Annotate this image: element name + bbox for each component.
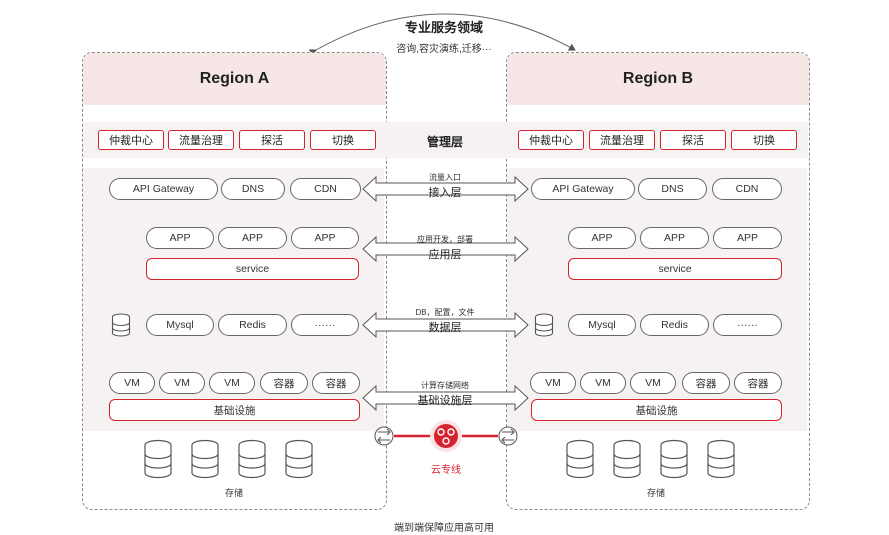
switchover-b[interactable]: 切换 [731,130,797,150]
data-arrow-caption: DB，配置，文件 [415,308,475,317]
cloud-line-icon [430,420,462,452]
arbitration-center-b[interactable]: 仲裁中心 [518,130,584,150]
arbitration-center-a[interactable]: 仲裁中心 [98,130,164,150]
cloud-line-label: 云专线 [431,465,461,476]
vm-b-2[interactable]: VM [580,372,626,394]
app-a-2[interactable]: APP [218,227,287,249]
mysql-b[interactable]: Mysql [568,314,636,336]
dns-b[interactable]: DNS [638,178,707,200]
top-curved-arrow [308,13,576,57]
storage-label-b: 存储 [646,488,665,498]
vm-b-3[interactable]: VM [630,372,676,394]
vm-a-3[interactable]: VM [209,372,255,394]
application-arrow-caption: 应用开发，部署 [417,235,473,244]
database-icon [285,439,313,479]
double-arrow-icon [362,385,529,411]
container-a-2[interactable]: 容器 [312,372,360,394]
database-icon [111,313,131,337]
traffic-governance-b[interactable]: 流量治理 [589,130,655,150]
service-bar-a[interactable]: service [146,258,359,280]
app-b-3[interactable]: APP [713,227,782,249]
footer-caption: 端到端保障应用高可用 [394,523,494,534]
redis-b[interactable]: Redis [640,314,709,336]
traffic-governance-a[interactable]: 流量治理 [168,130,234,150]
health-probe-a[interactable]: 探活 [239,130,305,150]
more-data-a[interactable]: ······ [291,314,359,336]
service-domain-subtitle: 咨询,容灾演练,迁移··· [396,44,492,55]
cdn-a[interactable]: CDN [290,178,361,200]
database-icon [707,439,735,479]
app-b-1[interactable]: APP [568,227,636,249]
double-arrow-icon [362,176,529,202]
storage-group-a [144,439,313,479]
router-icon [498,426,518,446]
management-layer-label: 管理层 [426,135,463,149]
container-b-1[interactable]: 容器 [682,372,730,394]
more-data-b[interactable]: ······ [713,314,782,336]
health-probe-b[interactable]: 探活 [660,130,726,150]
data-layer-label: 数据层 [428,322,462,334]
app-a-3[interactable]: APP [291,227,359,249]
storage-group-b [566,439,735,479]
container-a-1[interactable]: 容器 [260,372,308,394]
region-a-title: Region A [83,53,386,105]
database-icon [238,439,266,479]
database-icon [191,439,219,479]
database-icon [144,439,172,479]
app-b-2[interactable]: APP [640,227,709,249]
mysql-a[interactable]: Mysql [146,314,214,336]
database-icon [534,313,554,337]
region-b-title: Region B [507,53,809,105]
double-arrow-icon [362,312,529,338]
infra-bar-a[interactable]: 基础设施 [109,399,360,421]
router-icon [374,426,394,446]
redis-a[interactable]: Redis [218,314,287,336]
database-icon [566,439,594,479]
infra-bar-b[interactable]: 基础设施 [531,399,782,421]
database-icon [660,439,688,479]
cdn-b[interactable]: CDN [712,178,782,200]
application-layer-label: 应用层 [428,249,462,261]
vm-b-1[interactable]: VM [530,372,576,394]
api-gateway-b[interactable]: API Gateway [531,178,635,200]
service-bar-b[interactable]: service [568,258,782,280]
access-arrow-caption: 流量入口 [429,173,461,182]
infra-arrow-caption: 计算存储网络 [421,381,469,390]
switchover-a[interactable]: 切换 [310,130,376,150]
cloud-line-connection [374,420,518,452]
storage-label-a: 存储 [224,488,243,498]
api-gateway-a[interactable]: API Gateway [109,178,218,200]
access-layer-label: 接入层 [428,187,462,199]
dns-a[interactable]: DNS [221,178,285,200]
vm-a-1[interactable]: VM [109,372,155,394]
database-icon [613,439,641,479]
service-domain-title: 专业服务领域 [404,20,483,35]
vm-a-2[interactable]: VM [159,372,205,394]
infra-layer-label: 基础设施层 [417,395,473,407]
curved-arrow-icon [308,13,576,57]
double-arrow-icon [362,236,529,262]
container-b-2[interactable]: 容器 [734,372,782,394]
app-a-1[interactable]: APP [146,227,214,249]
